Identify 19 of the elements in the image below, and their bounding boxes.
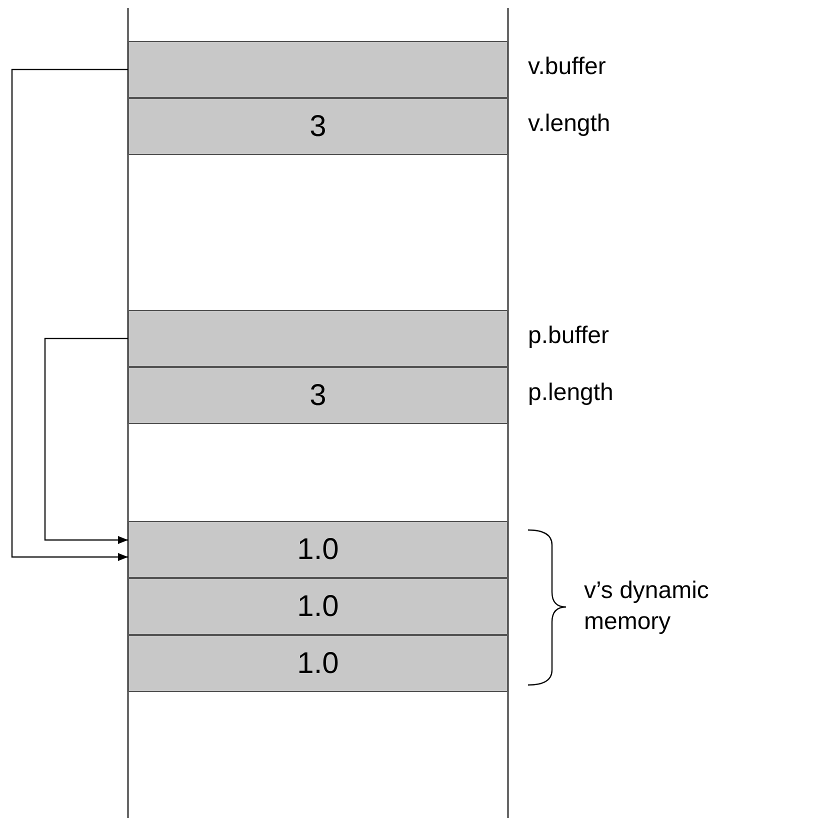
memory-cell xyxy=(128,578,508,635)
cell-value: 3 xyxy=(310,112,326,142)
variable-name: p.length xyxy=(528,379,614,407)
memory-cell xyxy=(128,635,508,692)
memory-cell xyxy=(128,310,508,367)
memory-cell xyxy=(128,41,508,98)
cell-value: 1.0 xyxy=(297,534,339,564)
variable-name: p.buffer xyxy=(528,322,609,350)
memory-cell xyxy=(128,98,508,155)
memory-cell xyxy=(128,521,508,578)
cell-value: 3 xyxy=(310,380,326,410)
cell-value: 1.0 xyxy=(297,648,339,678)
memory-cell xyxy=(128,367,508,424)
arrow xyxy=(44,338,128,544)
cell-value: 1.0 xyxy=(297,592,339,622)
memory-label: v’s dynamic memory xyxy=(584,576,710,638)
variable-name: v.length xyxy=(528,110,610,138)
arrow xyxy=(11,68,128,561)
variable-name: v.buffer xyxy=(528,53,606,81)
